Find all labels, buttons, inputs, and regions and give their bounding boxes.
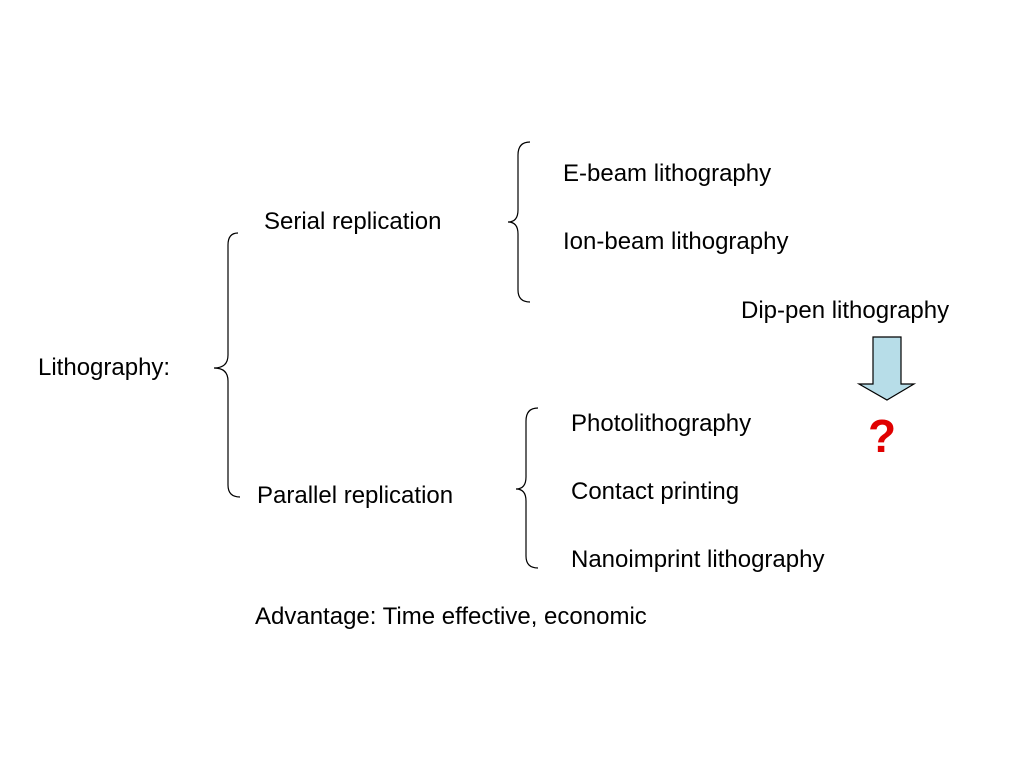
nanoimprint-lithography-label: Nanoimprint lithography: [571, 546, 825, 573]
ebeam-lithography-label: E-beam lithography: [563, 160, 772, 187]
question-mark: ?: [868, 410, 897, 462]
ionbeam-lithography-label: Ion-beam lithography: [563, 228, 789, 255]
advantage-note: Advantage: Time effective, economic: [255, 603, 647, 630]
serial-replication-label: Serial replication: [264, 208, 442, 235]
serial-brace: [507, 141, 531, 303]
lithography-brace: [213, 232, 241, 498]
parallel-replication-label: Parallel replication: [257, 482, 454, 509]
dip-pen-lithography-label: Dip-pen lithography: [741, 297, 950, 324]
down-arrow-icon: [856, 336, 917, 401]
contact-printing-label: Contact printing: [571, 478, 740, 505]
parallel-brace: [515, 407, 539, 569]
lithography-label: Lithography:: [38, 354, 171, 381]
photolithography-label: Photolithography: [571, 410, 752, 437]
